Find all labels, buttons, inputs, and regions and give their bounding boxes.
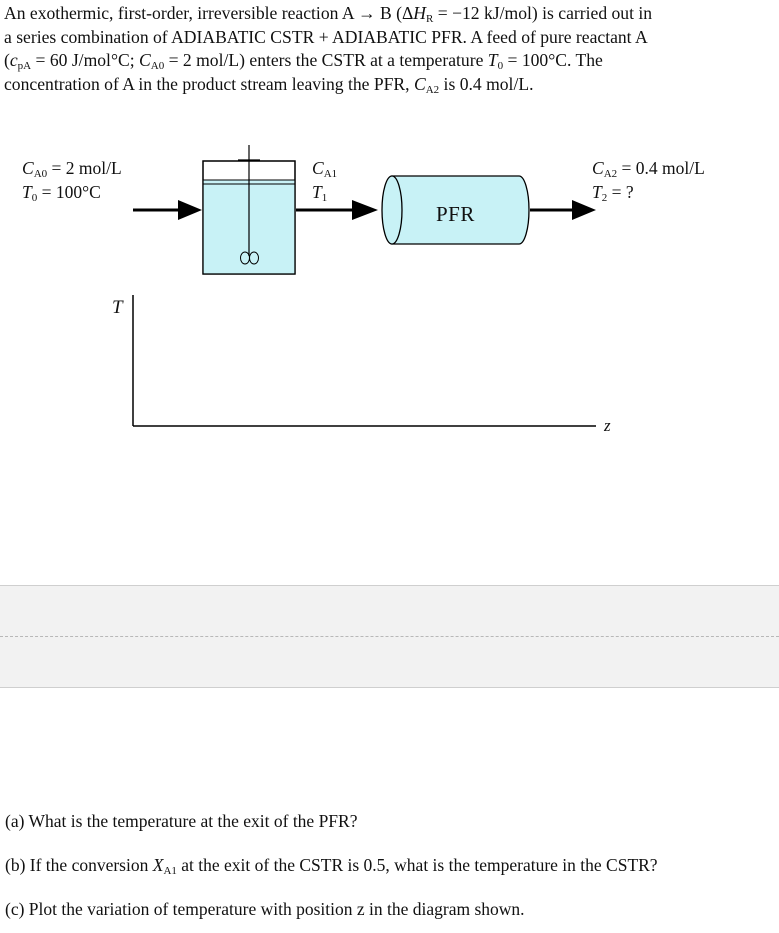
problem-line-4: concentration of A in the product stream… [4, 73, 772, 97]
question-b: (b) If the conversion XA1 at the exit of… [5, 855, 658, 877]
problem-line-3: (cpA = 60 J/mol°C; CA0 = 2 mol/L) enters… [4, 49, 772, 73]
outlet-temperature-label: T2 = ? [592, 181, 634, 204]
cstr-to-pfr-arrow-icon [296, 200, 378, 220]
subscript: A0 [33, 168, 48, 180]
symbol: c [9, 50, 18, 71]
subscript: A2 [603, 168, 618, 180]
answer-band-1[interactable] [0, 585, 779, 636]
value: = 100°C [37, 182, 101, 202]
symbol: C [139, 50, 151, 71]
text: = 100°C. The [503, 50, 603, 71]
text: (b) If the conversion [5, 855, 153, 875]
problem-line-2: a series combination of ADIABATIC CSTR +… [4, 26, 648, 47]
subscript: 0 [497, 60, 504, 73]
plot-y-axis-label: T [112, 297, 123, 318]
symbol: H [413, 3, 427, 23]
plot-x-axis-label: z [604, 416, 611, 435]
value: = 2 mol/L [47, 158, 122, 178]
text: An exothermic, first-order, irreversible… [4, 3, 358, 23]
cstr-exit-concentration-label: CA1 [312, 157, 338, 180]
question-a: (a) What is the temperature at the exit … [5, 811, 358, 831]
symbol: T [22, 182, 32, 202]
text: at the exit of the CSTR is 0.5, what is … [176, 855, 658, 875]
subscript: 2 [601, 192, 608, 204]
symbol: C [592, 158, 604, 178]
agitator-icon [238, 145, 260, 265]
cstr-exit-temperature-label: T1 [312, 181, 328, 204]
subscript: A0 [150, 60, 165, 73]
subscript: A1 [323, 168, 338, 180]
pfr-label: PFR [436, 202, 475, 226]
outlet-concentration-label: CA2 = 0.4 mol/L [592, 157, 705, 180]
symbol: T [592, 182, 602, 202]
symbol: C [413, 73, 426, 94]
subscript: pA [17, 60, 32, 73]
symbol: T [312, 182, 322, 202]
symbol: T [487, 50, 498, 71]
feed-temperature-label: T0 = 100°C [22, 181, 101, 204]
process-diagram [132, 145, 596, 427]
symbol: X [152, 855, 164, 875]
text: concentration of A in the product stream… [4, 73, 414, 94]
outlet-arrow-icon [530, 200, 596, 220]
text: = 2 mol/L) enters the CSTR at a temperat… [164, 50, 488, 71]
subscript: A1 [163, 865, 177, 877]
answer-band-2[interactable] [0, 636, 779, 688]
value: = ? [607, 182, 634, 202]
symbol: C [22, 158, 34, 178]
text: is 0.4 mol/L. [439, 73, 534, 94]
subscript: 1 [321, 192, 328, 204]
subscript: R [426, 13, 434, 25]
temperature-plot-axes [132, 295, 596, 427]
text: = −12 kJ/mol) is carried out in [433, 3, 653, 23]
pfr-cylinder-icon [381, 175, 530, 245]
reaction-arrow-icon: → [357, 3, 376, 23]
problem-line-1: An exothermic, first-order, irreversible… [4, 2, 772, 26]
feed-concentration-label: CA0 = 2 mol/L [22, 157, 122, 180]
text: = 60 J/mol°C; [31, 50, 139, 71]
feed-arrow-icon [133, 200, 202, 220]
subscript: 0 [31, 192, 38, 204]
problem-statement: An exothermic, first-order, irreversible… [4, 2, 772, 96]
symbol: C [312, 158, 324, 178]
question-c: (c) Plot the variation of temperature wi… [5, 899, 525, 919]
text: B (Δ [375, 3, 414, 23]
subscript: A2 [425, 83, 440, 96]
value: = 0.4 mol/L [617, 158, 705, 178]
text: ( [4, 50, 10, 71]
